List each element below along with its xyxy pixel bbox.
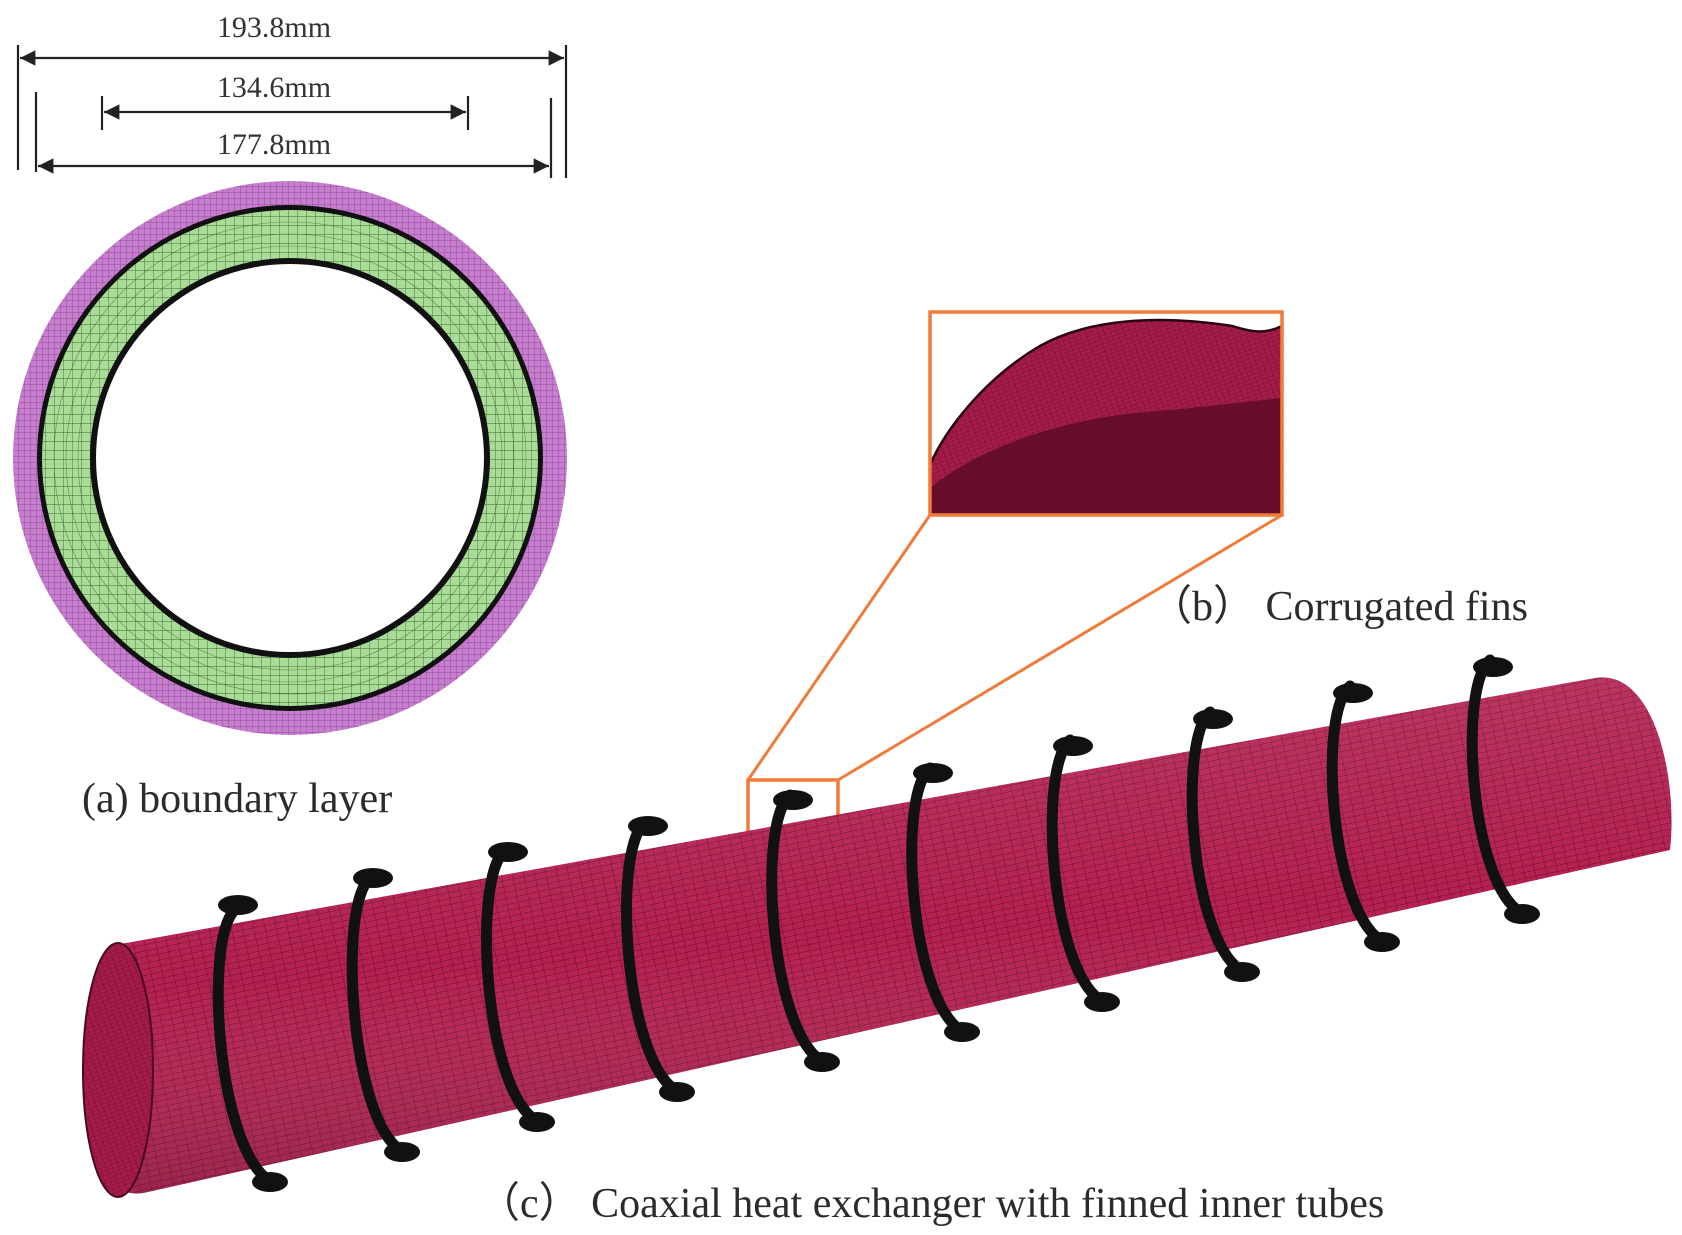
caption-c: （c） Coaxial heat exchanger with finned i… bbox=[478, 1181, 1384, 1227]
fin-ring bbox=[212, 904, 274, 1186]
boundary-layer-ring bbox=[13, 181, 567, 735]
caption-b: （b） Corrugated fins bbox=[1150, 584, 1528, 630]
inset-frame bbox=[928, 310, 1284, 517]
dim-label-middle: 177.8mm bbox=[217, 128, 331, 161]
finned-tube bbox=[82, 654, 1672, 1198]
fin-ring bbox=[906, 762, 966, 1036]
dim-label-inner: 134.6mm bbox=[217, 71, 331, 104]
fin-ring bbox=[481, 844, 541, 1126]
dim-label-outer: 193.8mm bbox=[217, 11, 331, 44]
fin-rings bbox=[212, 654, 1526, 1186]
caption-a: (a) boundary layer bbox=[82, 776, 392, 822]
fin-ring bbox=[1466, 654, 1526, 918]
fin-bottoms bbox=[252, 904, 1540, 1192]
fin-ring bbox=[766, 789, 826, 1066]
fin-ring bbox=[1046, 734, 1106, 1006]
fin-tops bbox=[218, 657, 1513, 915]
corrugated-fins-inset bbox=[928, 310, 1284, 517]
fin-ring bbox=[1186, 706, 1246, 976]
inner-void bbox=[96, 264, 484, 652]
dimension-annotations bbox=[16, 45, 568, 178]
zoom-connector bbox=[746, 513, 1283, 836]
fin-ring bbox=[621, 816, 681, 1096]
fin-ring bbox=[346, 872, 406, 1156]
tube-end-cap bbox=[82, 942, 154, 1198]
fin-ring bbox=[1326, 680, 1386, 946]
